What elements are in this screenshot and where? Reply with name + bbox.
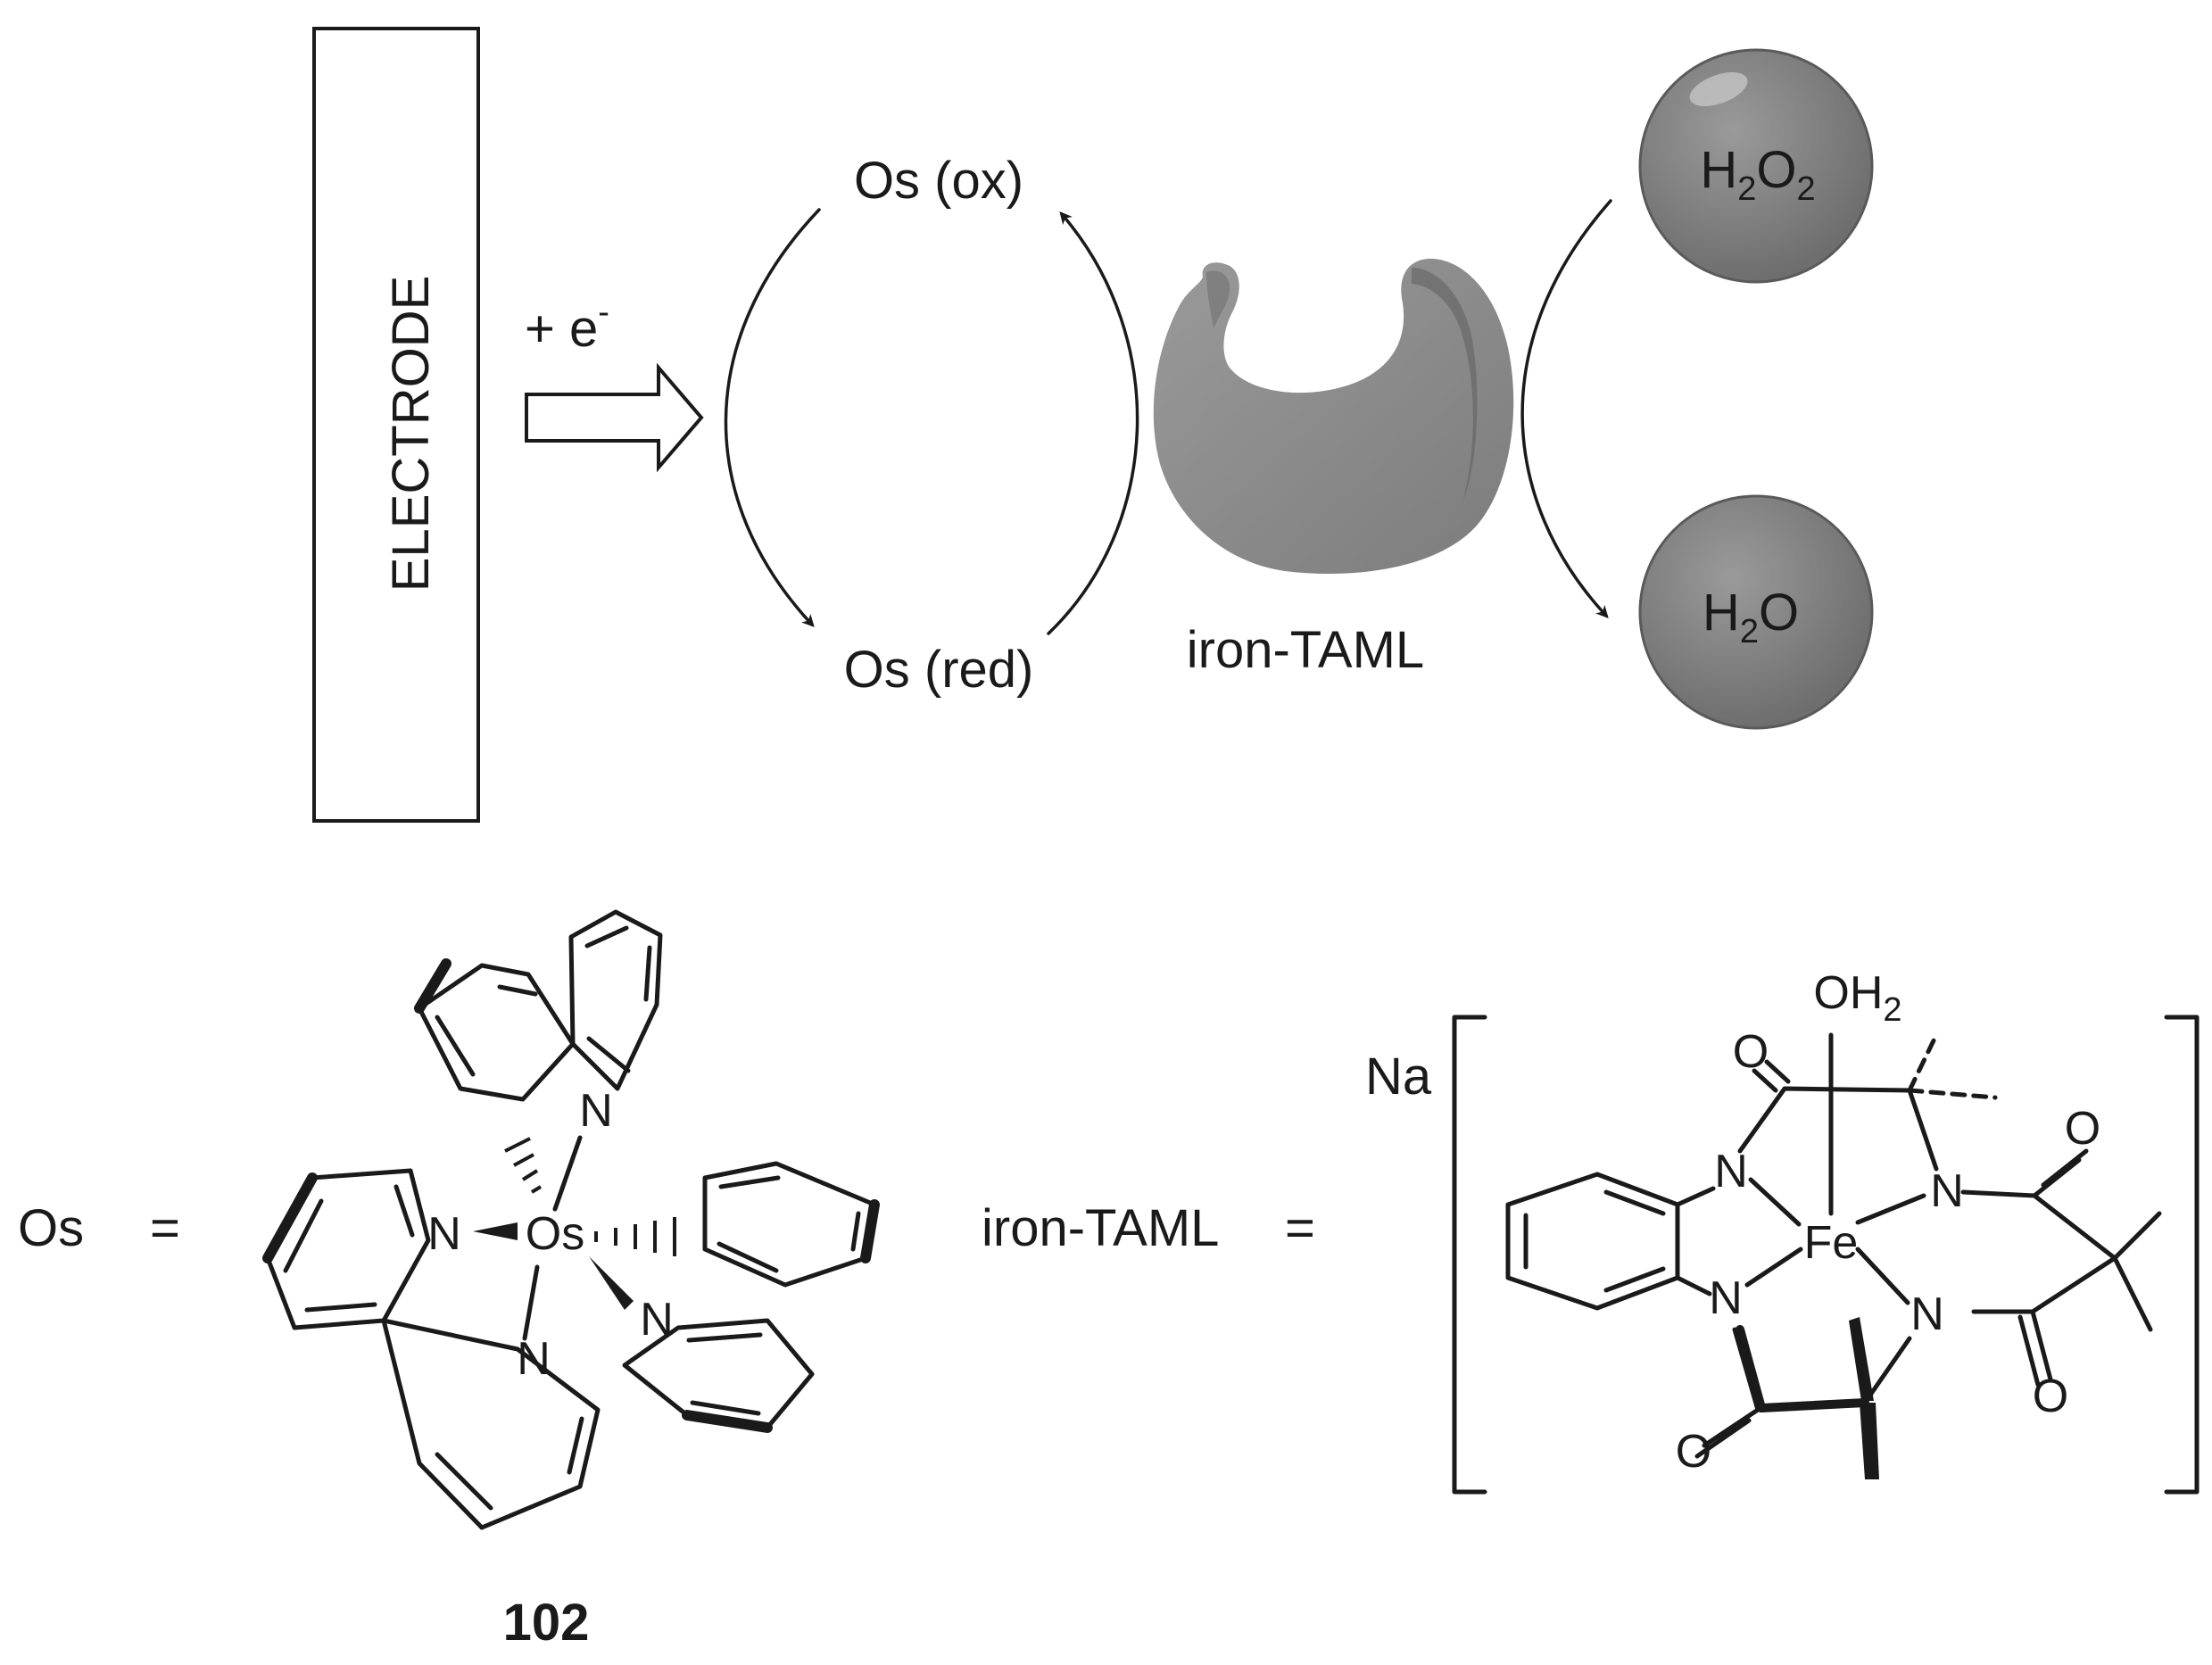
osmium-complex-structure: Os N N N N (262, 909, 880, 1530)
product-sphere (1638, 494, 1874, 730)
taml-equals-sign: = (1285, 1199, 1315, 1257)
bracket-left (1452, 1015, 1487, 1495)
enzyme-highlight (1412, 268, 1478, 500)
os-ring-right-phenyl (702, 1161, 877, 1288)
os-ring-bottom (381, 1318, 601, 1530)
peroxide-cycle: H2O2 H2O (1520, 48, 1874, 730)
iron-taml-structure: Na Fe OH2 N N N N O O O O (1365, 967, 2200, 1495)
open-arrow (525, 362, 704, 473)
substrate-sphere (1638, 48, 1874, 284)
taml-definition-label: iron-TAML (982, 1199, 1219, 1257)
taml-n-upper-left: N (1714, 1146, 1748, 1197)
na-counter-ion: Na (1365, 1048, 1432, 1106)
iron-taml-enzyme: iron-TAML (1153, 258, 1514, 679)
enzyme-shape (1153, 258, 1514, 575)
os-center-atom: Os (526, 1208, 584, 1260)
os-n-left: N (427, 1208, 461, 1260)
os-wedge-left (473, 1222, 518, 1240)
os-n-top: N (579, 1085, 613, 1137)
os-ox-label: Os (ox) (854, 152, 1023, 210)
electrode-box (312, 27, 480, 823)
peroxide-arc (1520, 199, 1612, 618)
electrode: ELECTRODE (312, 27, 480, 823)
enzyme-highlight-left (1206, 270, 1230, 328)
osmium-cycle: Os (ox) Os (red) (724, 152, 1139, 699)
taml-n-upper-right: N (1930, 1165, 1964, 1217)
os-hash-right (594, 1217, 676, 1256)
catalyst-label: iron-TAML (1187, 621, 1424, 679)
substrate-label: H2O2 (1700, 141, 1815, 208)
fe-center-atom: Fe (1804, 1217, 1859, 1269)
product-label: H2O (1702, 584, 1799, 650)
aqua-ligand: OH2 (1813, 967, 1901, 1029)
os-equals-sign: = (150, 1199, 180, 1257)
taml-o-top-left: O (1733, 1026, 1769, 1078)
compound-number: 102 (503, 1594, 590, 1652)
os-n-right: N (640, 1294, 674, 1346)
oxidation-arc (1047, 211, 1139, 635)
sphere-shine (1689, 71, 1748, 107)
os-ring-upper-left (417, 963, 576, 1102)
taml-n-lower-right: N (1910, 1288, 1944, 1340)
os-red-label: Os (red) (844, 641, 1034, 699)
electron-label: + e- (525, 294, 609, 358)
os-definition-label: Os (18, 1199, 84, 1257)
electron-transfer: + e- (525, 294, 704, 473)
bracket-right (2164, 1015, 2200, 1495)
os-ring-left (265, 1168, 431, 1330)
taml-wedge-methyl-down (1860, 1403, 1879, 1479)
taml-o-top-right: O (2065, 1103, 2100, 1155)
taml-benzene-ring (1505, 1172, 1680, 1311)
taml-wedge-methyl-up (1849, 1317, 1874, 1401)
taml-n-lower-left: N (1709, 1272, 1743, 1324)
os-wedge-right (589, 1256, 634, 1310)
reduction-arc (724, 208, 821, 627)
legend: Os = iron-TAML = 102 (18, 1199, 1315, 1652)
electrode-label: ELECTRODE (382, 276, 440, 592)
os-hash-up (504, 1137, 543, 1194)
